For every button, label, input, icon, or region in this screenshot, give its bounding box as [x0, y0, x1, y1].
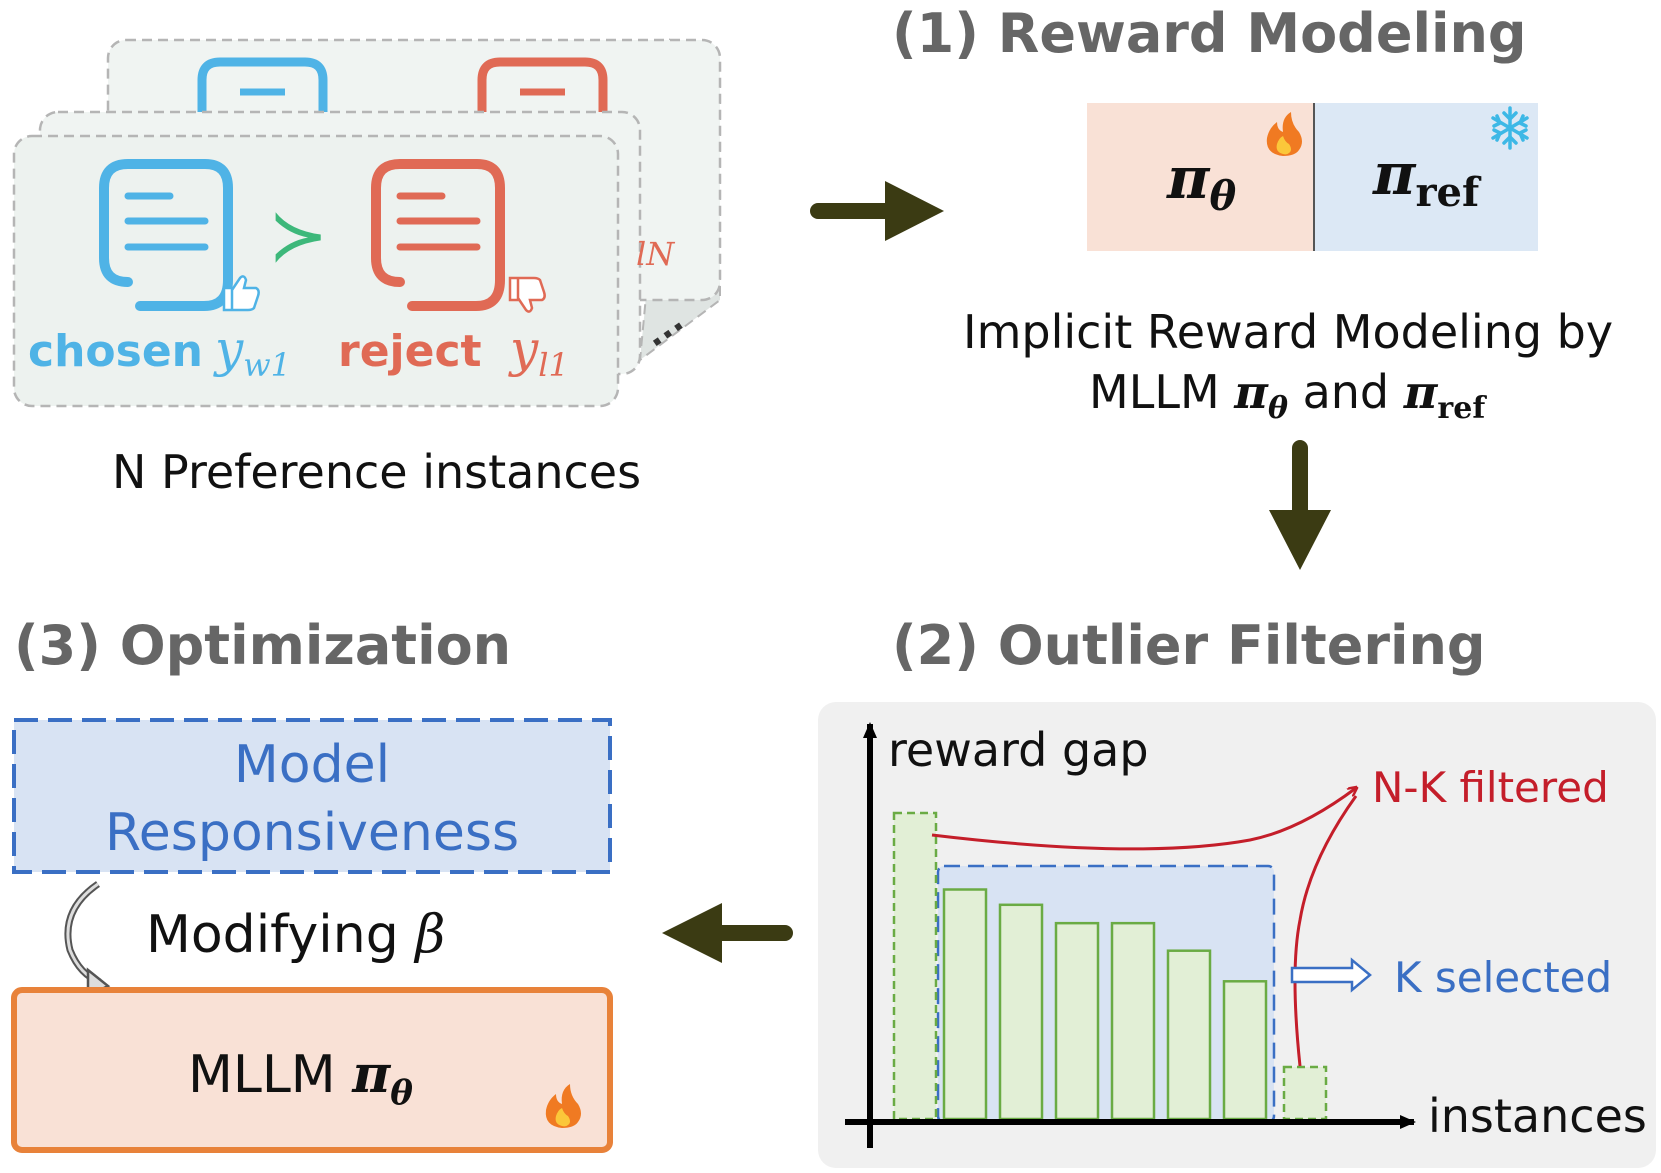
optimization-section: (3) Optimization Model Responsiveness Mo…	[11, 614, 613, 1153]
thumbs-down-icon	[508, 276, 546, 313]
filtered-bar	[1282, 1065, 1328, 1121]
y-axis-label: reward gap	[888, 723, 1149, 777]
responsiveness-line2: Responsiveness	[105, 803, 519, 863]
reject-label: reject	[338, 326, 482, 377]
bars-layer	[892, 811, 1328, 1121]
preference-caption: N Preference instances	[112, 445, 641, 499]
filtered-arrow-bottom	[1293, 795, 1358, 1067]
succeeds-symbol: ≻	[268, 193, 328, 277]
step2-title: (2) Outlier Filtering	[892, 614, 1486, 677]
preference-instances-stack: lN ... ≻ chosen yw1 reject yl1 N Pre	[12, 38, 722, 499]
modifying-beta-label: Modifying β	[146, 905, 445, 965]
mllm-model-label: MLLM πθ	[188, 1044, 413, 1113]
stack-card-front	[12, 134, 620, 408]
back-reject-doc-icon	[477, 57, 608, 112]
x-axis-label: instances	[1428, 1089, 1647, 1143]
reject-var: yl1	[508, 320, 569, 384]
selected-arrow	[1290, 957, 1372, 993]
responsiveness-line1: Model	[234, 735, 390, 795]
arrow-to-reward-modeling	[810, 181, 944, 241]
selected-label: K selected	[1394, 953, 1612, 1002]
thumbs-up-icon	[222, 275, 260, 312]
mllm-model-box	[11, 987, 613, 1153]
filtered-arrow-top	[931, 788, 1356, 851]
fire-icon	[545, 1084, 581, 1128]
reject-document-icon	[371, 159, 505, 311]
selected-bar	[1222, 980, 1268, 1121]
back-chosen-doc-icon	[197, 57, 328, 112]
policy-symbol: πθ	[1166, 144, 1236, 220]
curved-arrow-icon	[64, 881, 111, 999]
arrow-to-optimization	[662, 903, 793, 963]
reward-modeling-section: (1) Reward Modeling πθ πref Implicit Rew…	[892, 2, 1613, 429]
chosen-var: yw1	[213, 320, 291, 384]
fire-icon	[1266, 112, 1302, 156]
selected-bar	[998, 903, 1044, 1121]
snowflake-icon	[1491, 106, 1529, 150]
back-reject-label: lN	[636, 235, 675, 273]
selected-bar	[1054, 921, 1100, 1121]
selected-bar	[942, 888, 988, 1121]
selected-bar	[1110, 921, 1156, 1121]
reward-caption-line1: Implicit Reward Modeling by	[963, 305, 1613, 359]
step1-title: (1) Reward Modeling	[892, 2, 1527, 65]
selected-bar	[1166, 949, 1212, 1121]
filtered-bar	[892, 811, 938, 1121]
chosen-label: chosen	[28, 326, 203, 377]
reference-model-box	[1314, 103, 1538, 251]
arrow-to-outlier-filtering	[1269, 440, 1331, 570]
responsiveness-box	[12, 718, 612, 874]
filtered-label: N-K filtered	[1372, 763, 1609, 812]
step3-title: (3) Optimization	[14, 614, 511, 677]
reward-caption-line2: MLLM πθ and πref	[1089, 365, 1487, 429]
reference-symbol: πref	[1372, 140, 1482, 216]
outlier-filtering-section: (2) Outlier Filtering reward gap instanc…	[818, 614, 1656, 1168]
